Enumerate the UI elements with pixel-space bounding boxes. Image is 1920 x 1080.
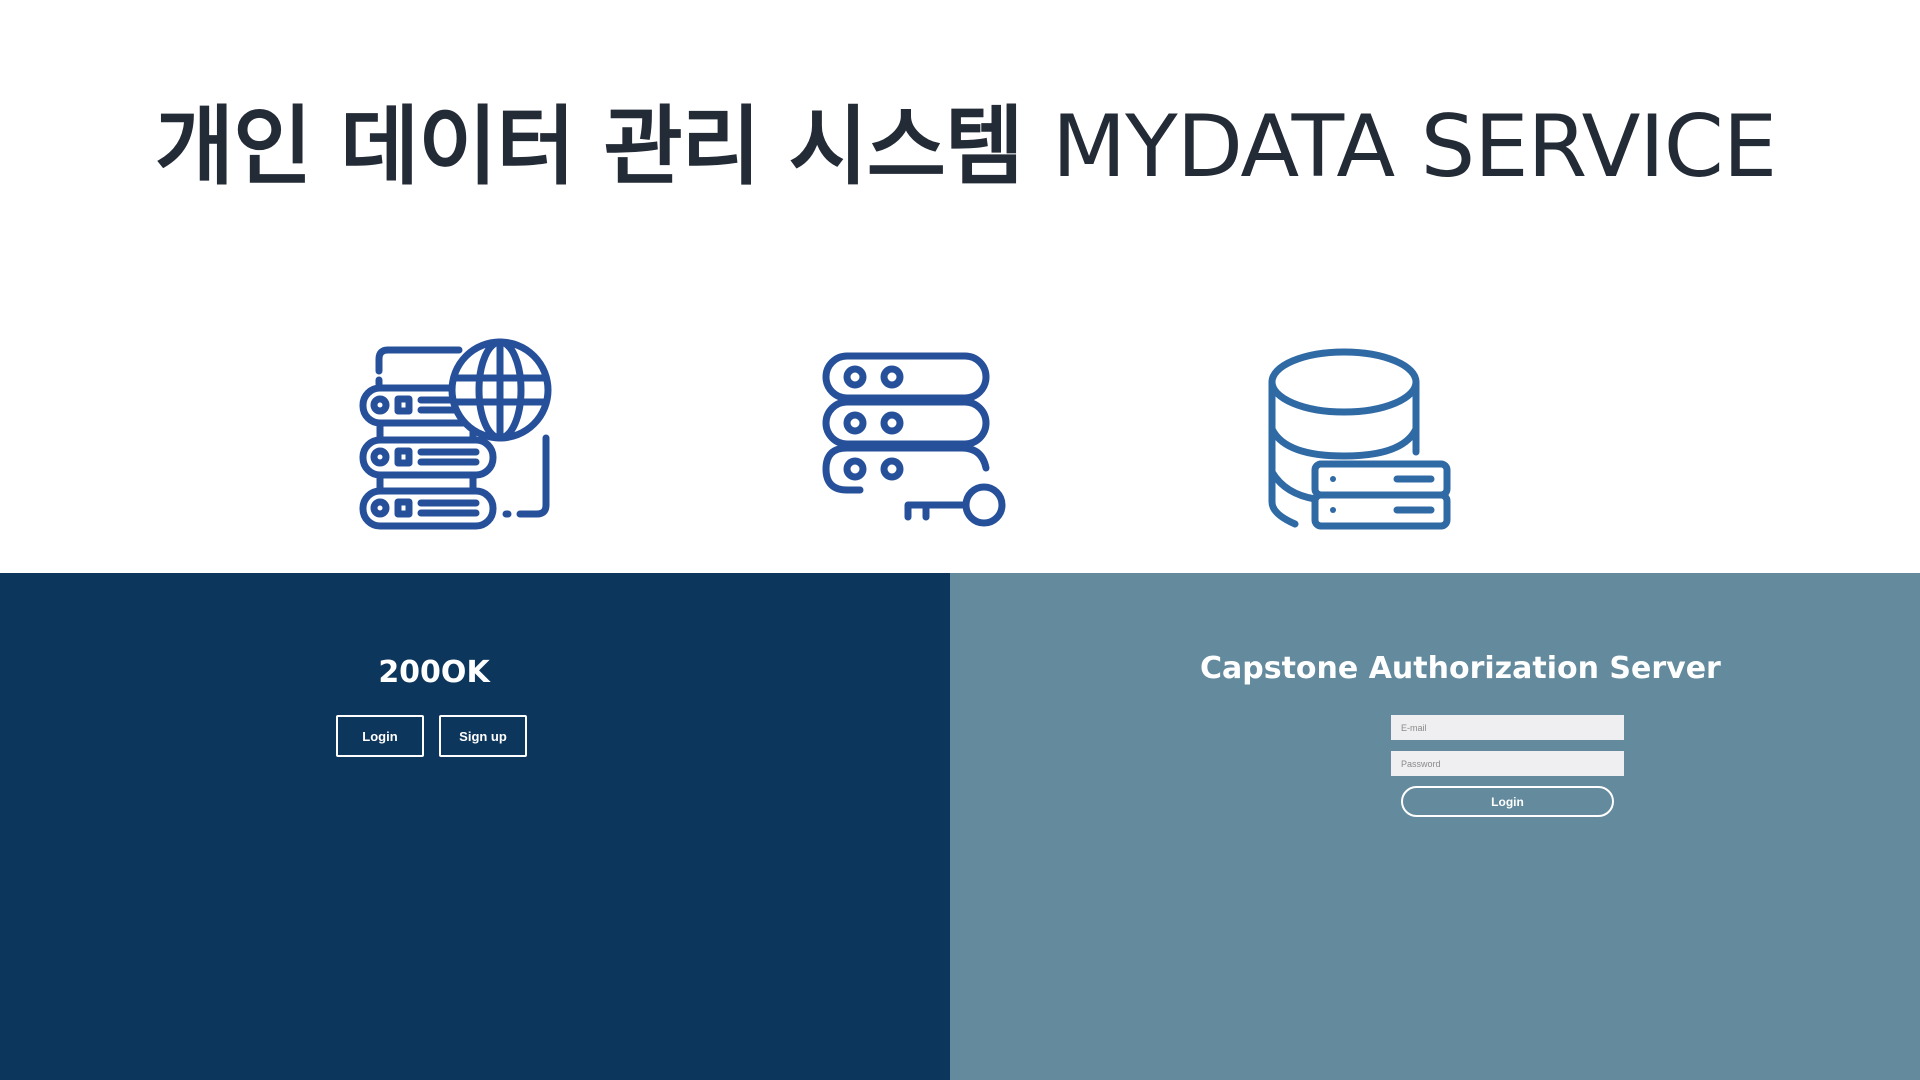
- auth-panel: Capstone Authorization Server Login: [950, 573, 1920, 1080]
- password-field[interactable]: [1391, 751, 1624, 776]
- page-title: 개인 데이터 관리 시스템 MYDATA SERVICE: [155, 92, 1777, 202]
- auth-server-title: Capstone Authorization Server: [1200, 651, 1721, 686]
- client-name: 200OK: [378, 655, 490, 690]
- database-server-icon: [1265, 348, 1455, 538]
- page-title-english: MYDATA SERVICE: [1051, 97, 1777, 197]
- sign-up-button[interactable]: Sign up: [439, 715, 527, 757]
- client-panel: 200OK Login Sign up: [0, 573, 950, 1080]
- login-button[interactable]: Login: [336, 715, 424, 757]
- page-title-korean: 개인 데이터 관리 시스템: [155, 97, 1024, 197]
- auth-login-button[interactable]: Login: [1401, 786, 1614, 817]
- server-key-icon: [822, 352, 1012, 542]
- email-field[interactable]: [1391, 715, 1624, 740]
- server-globe-icon: [358, 338, 558, 538]
